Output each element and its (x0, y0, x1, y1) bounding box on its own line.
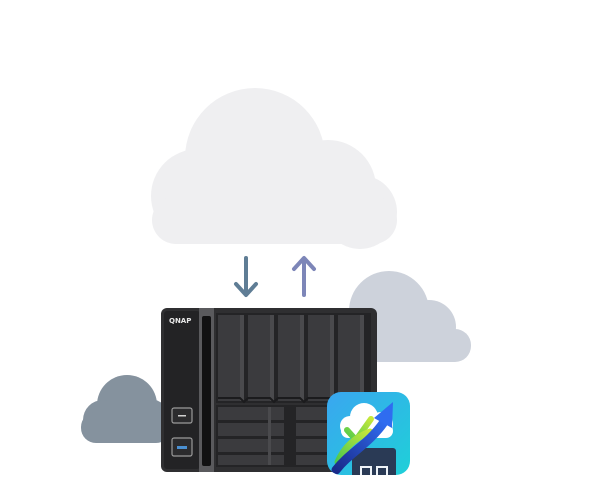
nas-brand-label: QNAP (169, 317, 191, 325)
upload-arrow-icon (292, 256, 316, 297)
nas-drive-bays (216, 313, 371, 404)
main-cloud (151, 88, 397, 249)
left-cloud (81, 375, 171, 443)
download-arrow-icon (234, 256, 258, 297)
cloud-backup-sync-app-icon (327, 392, 410, 475)
